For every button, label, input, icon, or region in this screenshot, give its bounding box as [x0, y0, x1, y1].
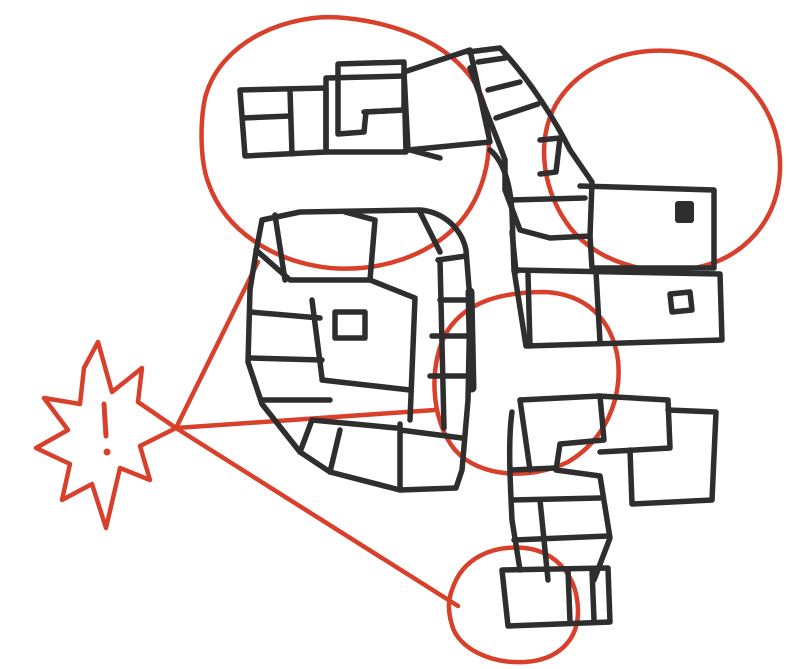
room-block — [240, 88, 326, 156]
room-block — [630, 410, 716, 504]
room-marker — [675, 201, 694, 223]
room-cluster-right — [512, 186, 722, 346]
alert-burst-icon: ! — [0, 0, 176, 528]
room-block — [598, 396, 670, 452]
connector-line-upper — [176, 262, 258, 428]
exclamation-dot — [104, 449, 111, 456]
room-cluster-top-left — [240, 50, 490, 158]
corridor-lower — [520, 396, 610, 580]
room-marker — [335, 312, 365, 338]
connector-line-lower — [176, 428, 458, 606]
highlight-circle-bottom — [449, 548, 578, 663]
room-block — [404, 50, 490, 150]
exclamation-bar — [104, 404, 106, 436]
alert-glyph-text: ! — [0, 0, 1, 1]
room-cluster-bottom — [502, 568, 610, 626]
